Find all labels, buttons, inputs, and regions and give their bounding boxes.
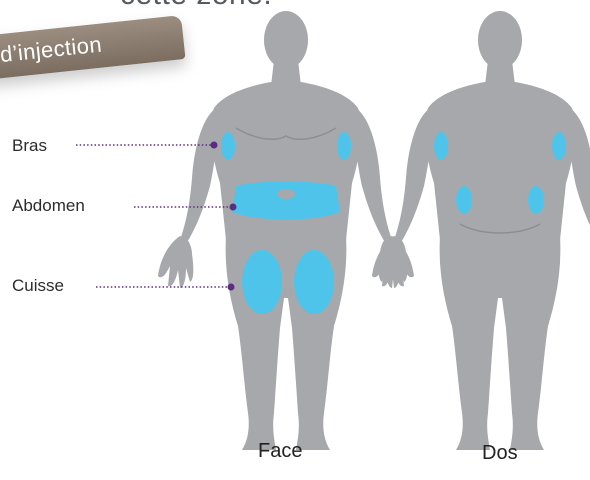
view-label-back: Dos <box>482 442 518 465</box>
zone-flank-right-back <box>528 186 544 214</box>
zone-arm-right-back <box>552 132 566 160</box>
zone-thigh-left <box>242 250 282 314</box>
leader-dot-arm <box>211 142 218 149</box>
view-label-front: Face <box>258 440 302 463</box>
zone-thigh-right <box>294 250 334 314</box>
leader-dot-abdomen <box>230 204 237 211</box>
zone-arm-left-back <box>434 132 448 160</box>
figure-front <box>158 11 414 450</box>
zone-arm-left-front <box>221 132 235 160</box>
leader-dot-thigh <box>228 284 235 291</box>
zone-flank-left-back <box>456 186 472 214</box>
zone-arm-right-front <box>337 132 351 160</box>
figure-back <box>372 11 590 450</box>
zone-abdomen <box>232 182 340 220</box>
navel-icon <box>277 189 295 199</box>
